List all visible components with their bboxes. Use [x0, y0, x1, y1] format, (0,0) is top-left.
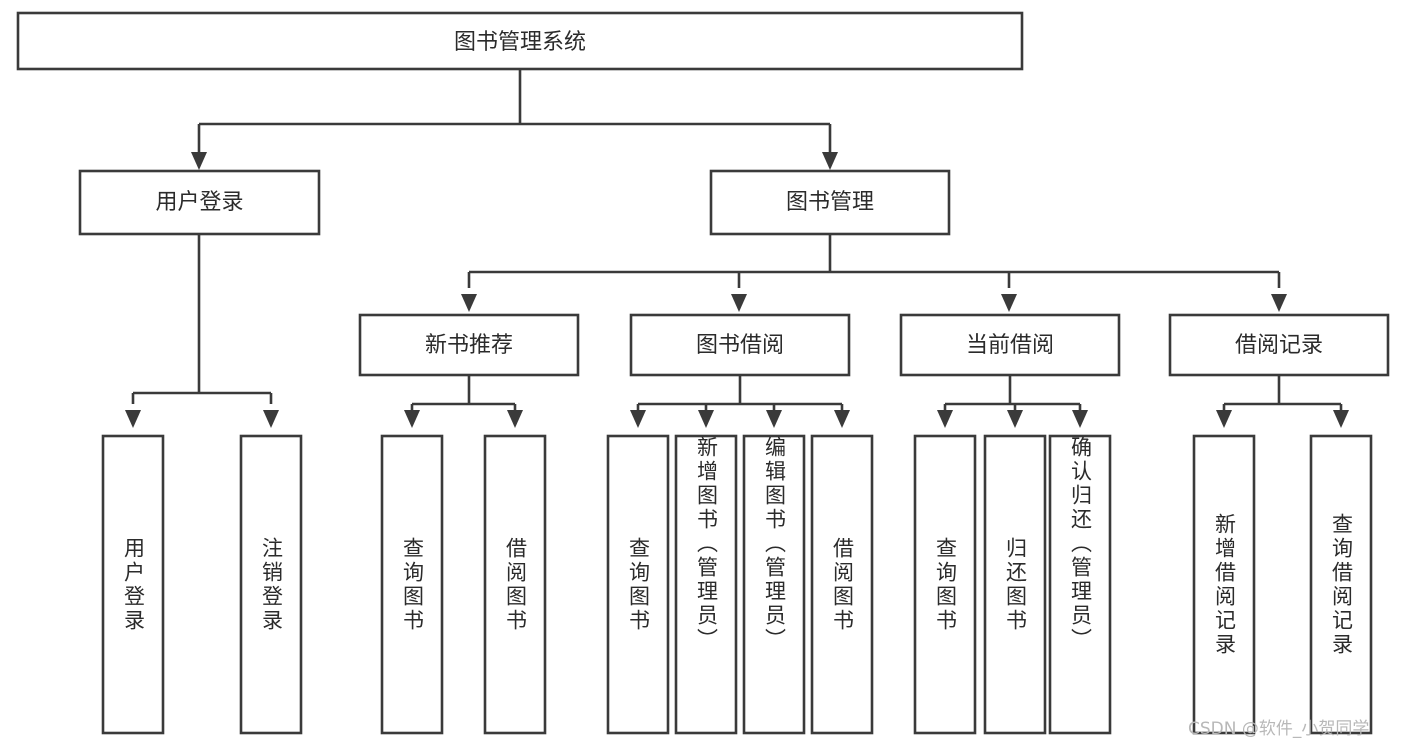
arrow-to-new-book — [461, 294, 477, 312]
arrow-book-borrow-leaf3 — [834, 410, 850, 428]
leaf-borrow-record-1-box[interactable] — [1309, 434, 1373, 735]
leaf-book-borrow-1-box[interactable] — [674, 434, 738, 735]
leaf-borrow-record-0-box[interactable] — [1192, 434, 1256, 735]
leaf-book-borrow-0-box[interactable] — [606, 434, 670, 735]
leaf-current-borrow-2-box[interactable] — [1048, 434, 1112, 735]
arrow-borrow-record-leaf0 — [1216, 410, 1232, 428]
arrow-current-borrow-leaf1 — [1007, 410, 1023, 428]
arrow-book-borrow-leaf2 — [766, 410, 782, 428]
node-book-mgmt-label: 图书管理 — [786, 190, 874, 215]
leaf-current-borrow-0-box[interactable] — [913, 434, 977, 735]
arrow-to-current-borrow — [1001, 294, 1017, 312]
arrow-current-borrow-leaf0 — [937, 410, 953, 428]
leaf-book-borrow-3-box[interactable] — [810, 434, 874, 735]
node-borrow-record-label: 借阅记录 — [1235, 333, 1323, 358]
leaf-user-login-1-box[interactable] — [239, 434, 303, 735]
node-current-borrow-box[interactable] — [899, 313, 1121, 377]
arrow-user-login-leaf0 — [125, 410, 141, 428]
arrow-to-borrow-record — [1271, 294, 1287, 312]
node-current-borrow-label: 当前借阅 — [966, 333, 1054, 358]
csdn-watermark: CSDN @软件_小贺同学 — [1188, 719, 1370, 739]
arrow-to-book-mgmt — [822, 152, 838, 170]
arrow-to-book-borrow — [731, 294, 747, 312]
node-borrow-record-box[interactable] — [1168, 313, 1390, 377]
arrow-current-borrow-leaf2 — [1072, 410, 1088, 428]
arrow-new-book-leaf1 — [507, 410, 523, 428]
leaf-book-borrow-2-box[interactable] — [742, 434, 806, 735]
leaf-new-book-0-box[interactable] — [380, 434, 444, 735]
arrow-book-borrow-leaf1 — [698, 410, 714, 428]
arrow-user-login-leaf1 — [263, 410, 279, 428]
node-user-login-label: 用户登录 — [155, 190, 243, 215]
arrow-to-user-login — [191, 152, 207, 170]
leaf-current-borrow-1-box[interactable] — [983, 434, 1047, 735]
arrow-new-book-leaf0 — [404, 410, 420, 428]
node-book-borrow-box[interactable] — [629, 313, 851, 377]
arrow-book-borrow-leaf0 — [630, 410, 646, 428]
leaf-user-login-0-box[interactable] — [101, 434, 165, 735]
arrow-borrow-record-leaf1 — [1333, 410, 1349, 428]
node-new-book-label: 新书推荐 — [425, 333, 513, 358]
node-book-mgmt-box[interactable] — [709, 169, 951, 236]
node-book-borrow-label: 图书借阅 — [696, 333, 784, 358]
node-new-book-box[interactable] — [358, 313, 580, 377]
leaf-new-book-1-box[interactable] — [483, 434, 547, 735]
node-root-box[interactable] — [16, 11, 1024, 71]
node-root-label: 图书管理系统 — [454, 30, 586, 55]
